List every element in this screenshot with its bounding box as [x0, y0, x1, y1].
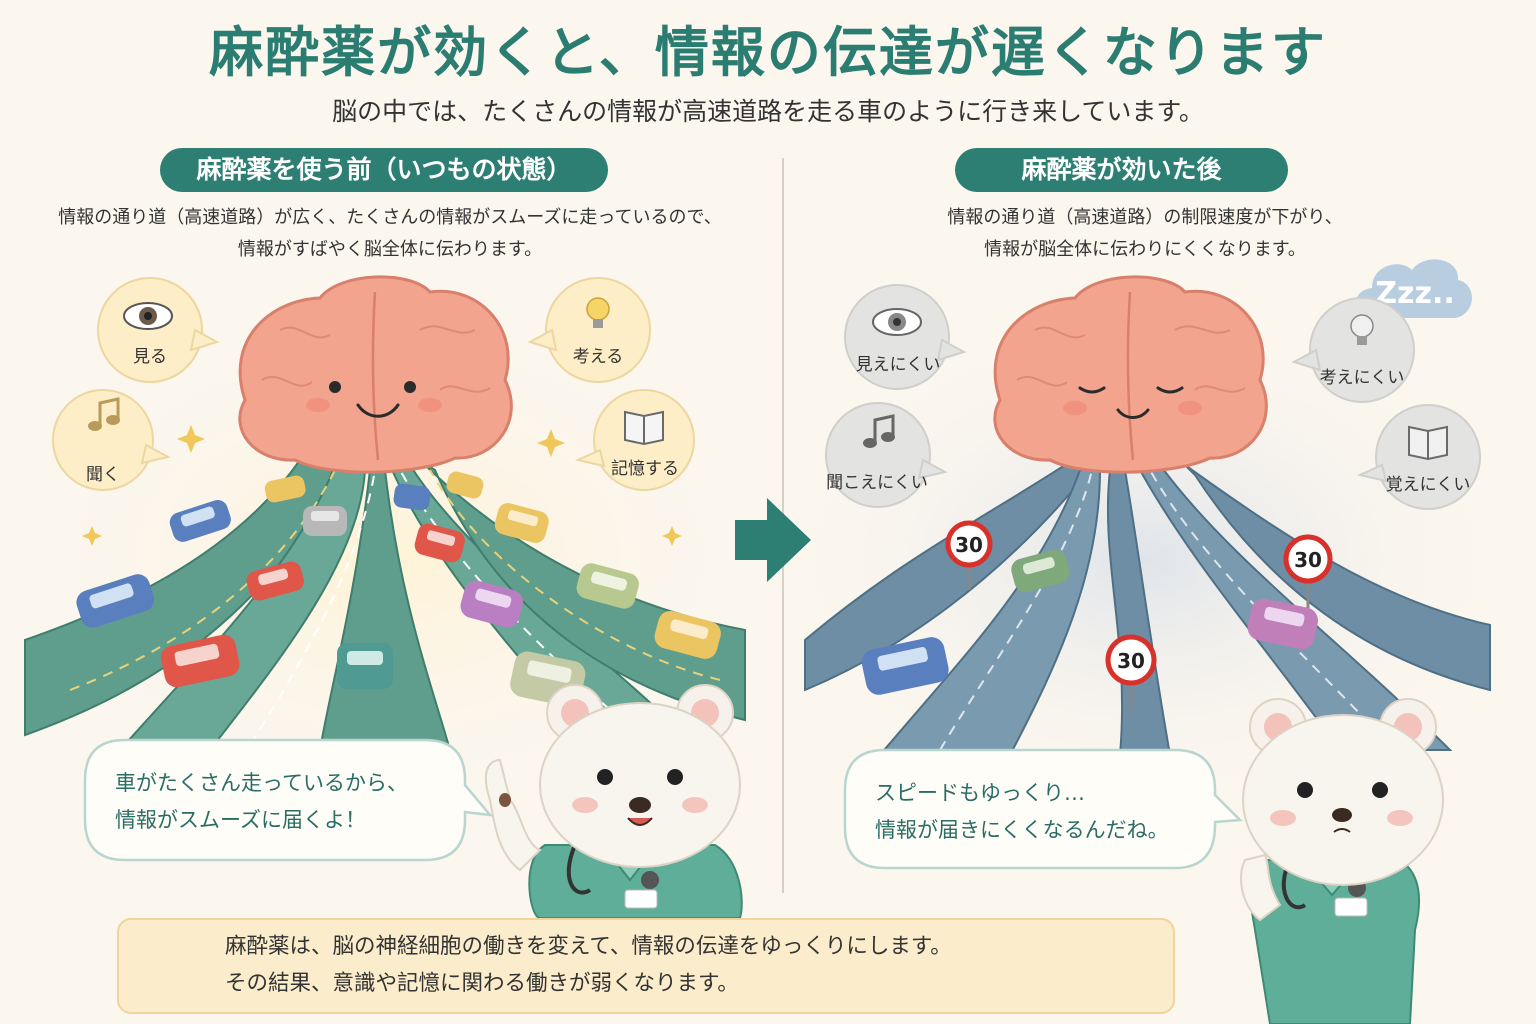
after-brain [993, 275, 1268, 474]
bubble-label-hear: 聞く [86, 465, 120, 485]
lightbulb-icon [1350, 314, 1374, 345]
bubble-memorize-hard [1356, 404, 1481, 510]
after-description: 情報の通り道（高速道路）の制限速度が下がり、 情報が脳全体に伝わりにくくなります… [800, 202, 1490, 266]
bubble-label-think-hard: 考えにくい [1319, 368, 1405, 388]
bubble-label-see: 見る [133, 347, 167, 367]
after-cars [861, 549, 1318, 695]
book-icon [624, 410, 664, 446]
before-bubbles [52, 276, 695, 491]
speed-limit-sign-icon: 30 [945, 520, 993, 590]
bubble-see-hard [844, 284, 967, 390]
book-icon [1408, 425, 1448, 461]
before-speech-line2: 情報がスムーズに届くよ！ [115, 808, 366, 832]
lightbulb-icon [586, 297, 610, 328]
bubble-label-see-hard: 見えにくい [855, 355, 941, 375]
after-desc-line1: 情報の通り道（高速道路）の制限速度が下がり、 [947, 207, 1343, 228]
before-speech-text: 車がたくさん走っているから、 情報がスムーズに届くよ！ [115, 765, 455, 839]
before-brain [238, 275, 513, 474]
after-speech-line2: 情報が届きにくくなるんだね。 [875, 818, 1169, 842]
speed-sign-text: 30 [955, 533, 983, 557]
speed-limit-signs: 30 30 30 [945, 520, 1333, 710]
page-subtitle: 脳の中では、たくさんの情報が高速道路を走る車のように行き来しています。 [332, 97, 1204, 126]
before-description: 情報の通り道（高速道路）が広く、たくさんの情報がスムーズに走っているので、 情報… [20, 202, 760, 266]
speed-limit-sign-icon: 30 [1283, 534, 1333, 608]
speed-sign-text: 30 [1294, 548, 1322, 572]
summary-note-text: 麻酔薬は、脳の神経細胞の働きを変えて、情報の伝達をゆっくりにします。 その結果、… [225, 928, 952, 1002]
bubble-see [97, 276, 220, 384]
bubble-label-memorize: 記憶する [611, 459, 679, 479]
after-bubbles [825, 284, 1481, 510]
after-speech-text: スピードもゆっくり… 情報が届きにくくなるんだね。 [875, 775, 1210, 849]
bubble-hear-hard [825, 402, 948, 508]
bubble-think [527, 277, 651, 383]
before-desc-line1: 情報の通り道（高速道路）が広く、たくさんの情報がスムーズに走っているので、 [58, 207, 722, 228]
summary-note [117, 918, 1175, 1014]
before-label: 麻酔薬を使う前（いつもの状態） [160, 148, 608, 192]
after-speech-bubble [843, 748, 1243, 870]
eye-icon [872, 308, 922, 336]
eye-icon [123, 302, 173, 330]
sparkle-icons [82, 425, 682, 546]
speed-limit-sign-icon: 30 [1105, 634, 1157, 710]
music-note-icon [88, 397, 120, 431]
summary-note-line1: 麻酔薬は、脳の神経細胞の働きを変えて、情報の伝達をゆっくりにします。 [225, 934, 952, 959]
after-speech-line1: スピードもゆっくり… [875, 781, 1085, 805]
speed-sign-text: 30 [1117, 649, 1145, 673]
bubble-label-think: 考える [572, 347, 624, 367]
before-cars [76, 471, 721, 707]
after-desc-line2: 情報が脳全体に伝わりにくくなります。 [984, 239, 1306, 260]
doctor-bear-right [1240, 698, 1444, 1024]
bubble-label-memorize-hard: 覚えにくい [1385, 475, 1471, 495]
arrow-right-icon [735, 498, 811, 582]
page-title: 麻酔薬が効くと、情報の伝達が遅くなります [209, 21, 1327, 84]
music-note-icon [863, 414, 895, 448]
bubble-label-hear-hard: 聞こえにくい [826, 473, 928, 493]
before-speech-line1: 車がたくさん走っているから、 [115, 771, 408, 795]
before-speech-bubble [83, 738, 493, 862]
before-desc-line2: 情報がすばやく脳全体に伝わります。 [237, 239, 543, 260]
summary-note-line2: その結果、意識や記憶に関わる働きが弱くなります。 [225, 971, 739, 996]
bubble-think-hard [1291, 297, 1415, 403]
doctor-bear-left [484, 684, 743, 919]
after-label: 麻酔薬が効いた後 [955, 148, 1288, 192]
bubble-memorize [574, 389, 695, 491]
bubble-hear [52, 389, 171, 491]
